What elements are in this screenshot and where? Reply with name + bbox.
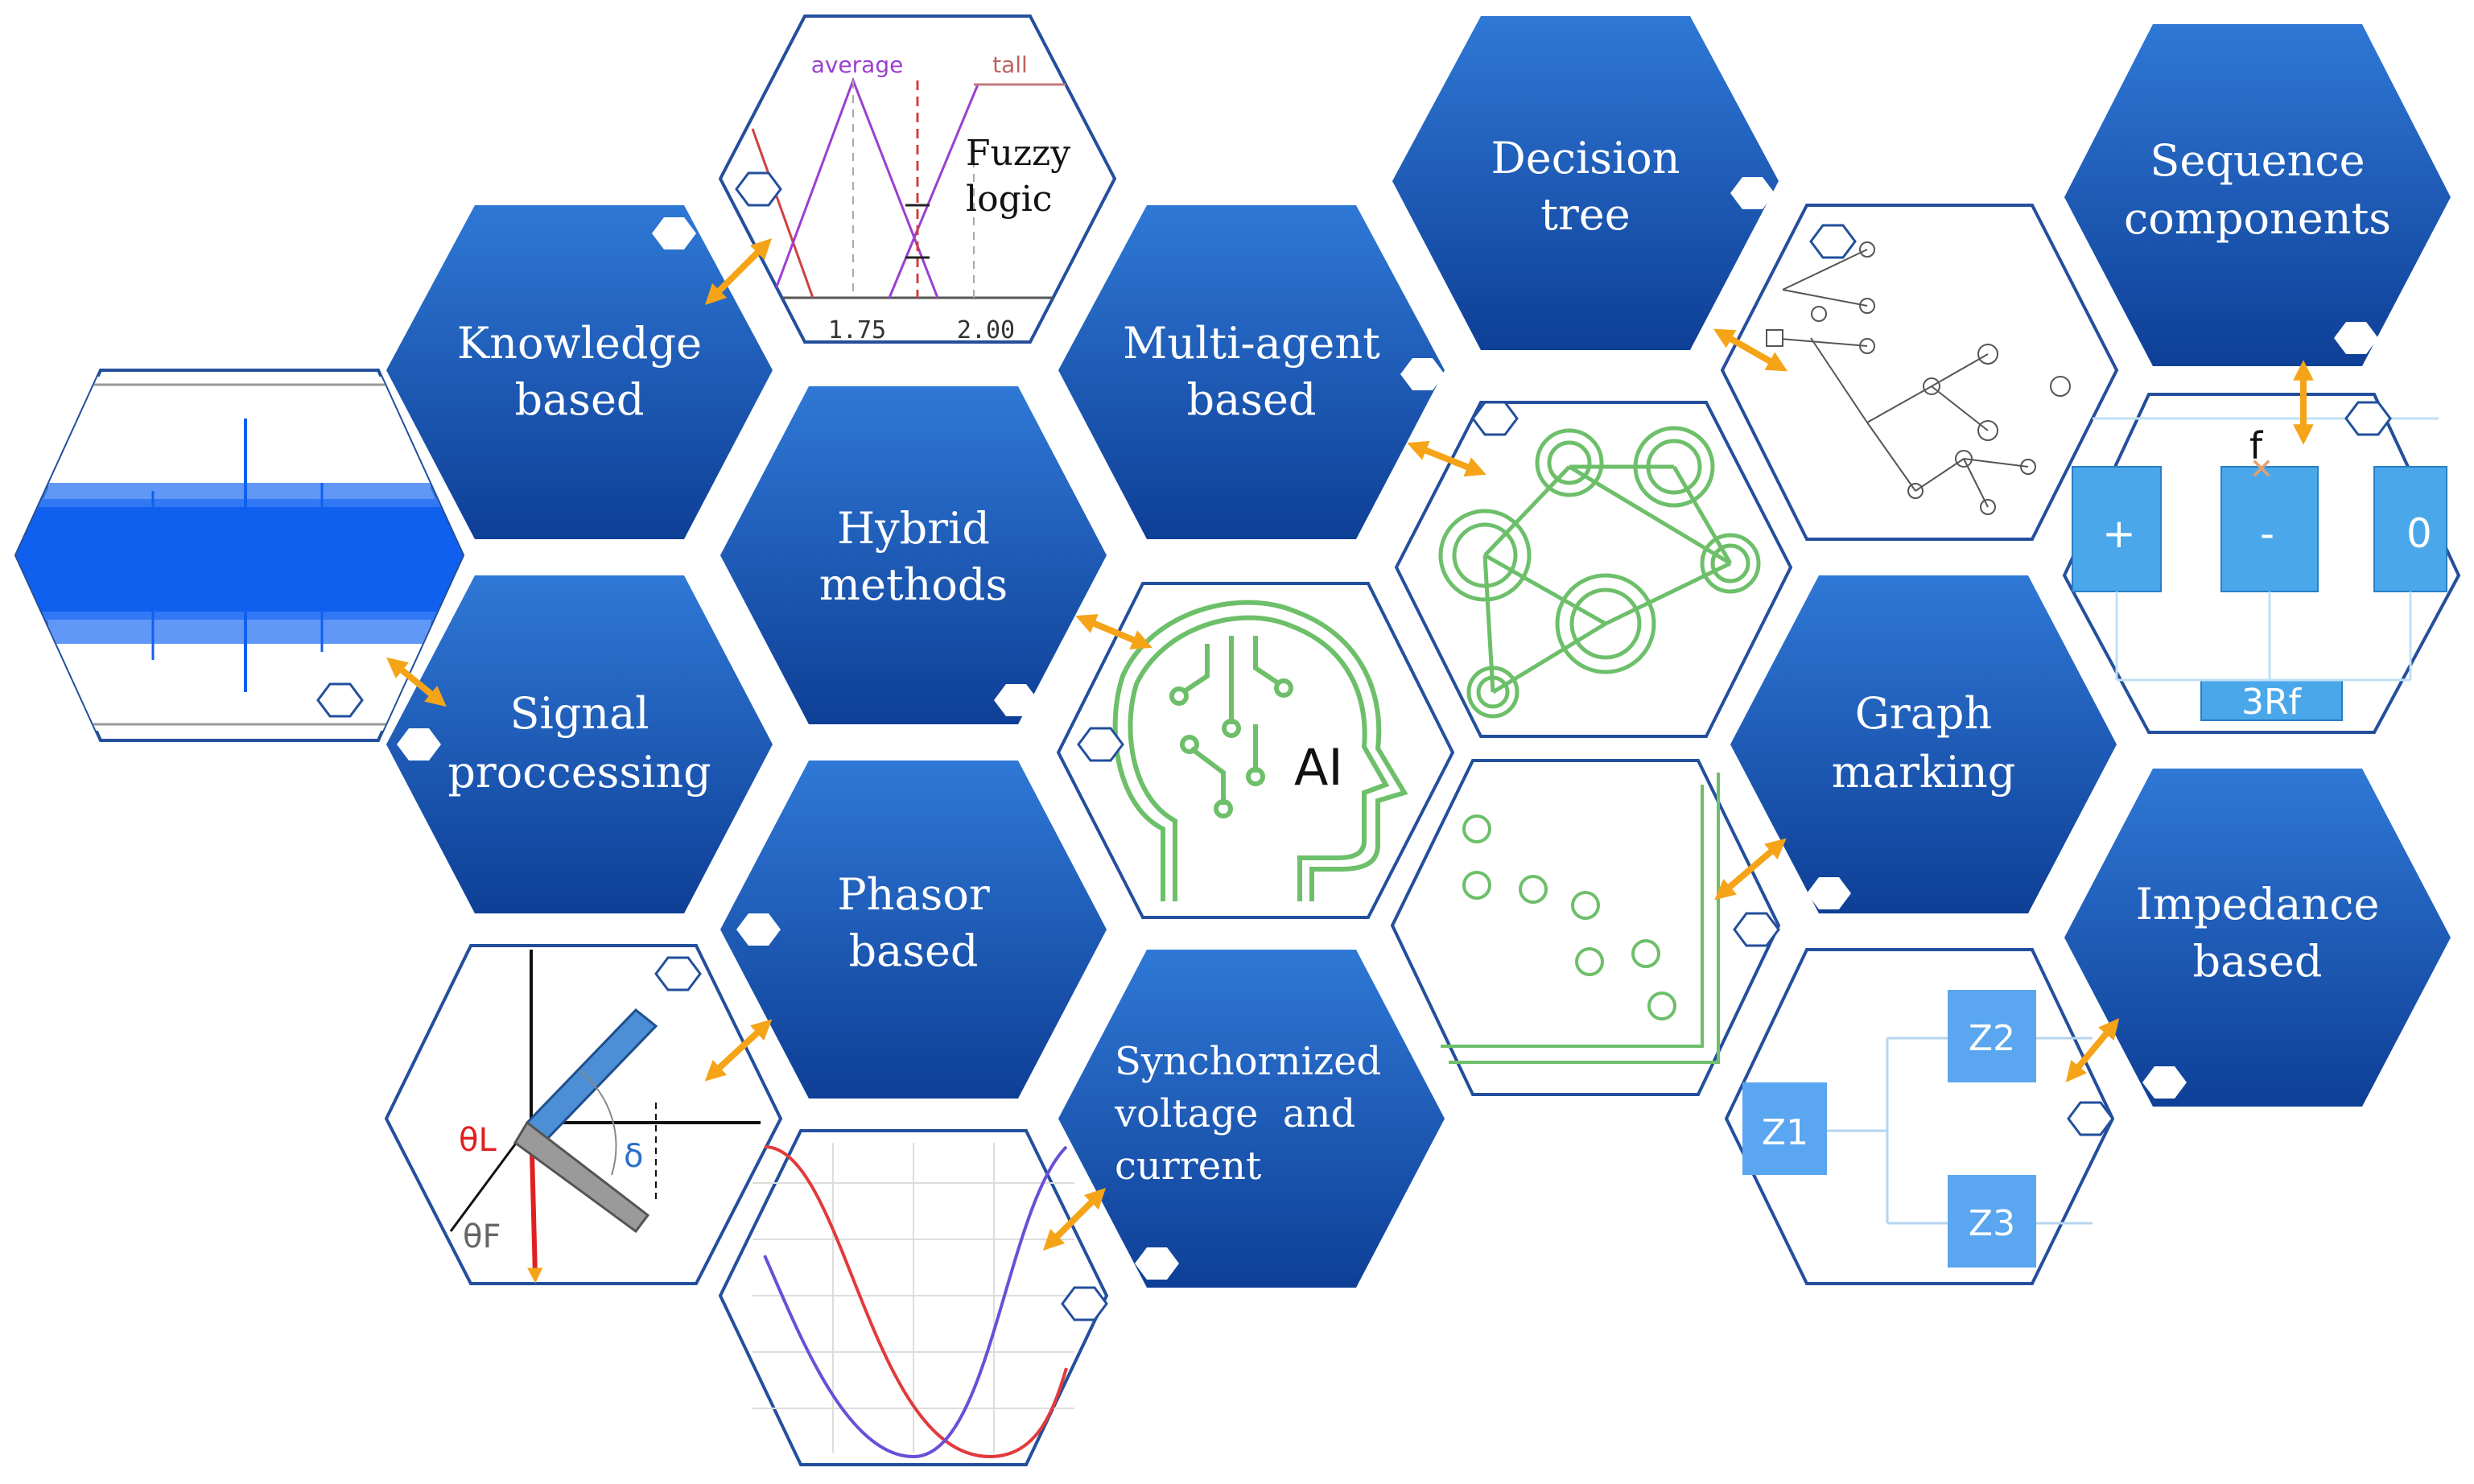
hex-synchronized-voltage-current: Synchornized voltage and current	[1058, 950, 1445, 1288]
hex-phasor-line1: Phasor	[837, 869, 990, 920]
ai-head-image: AI	[1056, 582, 1455, 919]
phasor-theta-f-label: θF	[463, 1218, 501, 1255]
arrow-hybrid-ai	[1075, 614, 1152, 649]
ai-label: AI	[1294, 738, 1343, 797]
decision-tree-image	[1720, 204, 2119, 541]
hex-multi-agent-based: Multi-agent based	[1058, 205, 1445, 539]
fuzzy-average-label: average	[811, 52, 904, 78]
sequence-zero-label: 0	[2406, 510, 2432, 557]
hex-hybrid-methods: Hybrid methods	[720, 386, 1107, 724]
hex-decision-line2: tree	[1540, 189, 1630, 240]
arrow-impedance	[2065, 1018, 2120, 1082]
connector-arrows	[386, 237, 2314, 1251]
hex-signal-processing: Signal proccessing	[386, 575, 773, 913]
hex-impedance-line2: based	[2193, 936, 2323, 987]
arrow-multiagent-network	[1407, 440, 1486, 477]
hex-impedance-based: Impedance based	[2064, 769, 2451, 1107]
impedance-z2-label: Z2	[1969, 1018, 2015, 1059]
phasor-theta-l-label: θL	[459, 1122, 497, 1159]
arrow-sync-sine	[1042, 1187, 1107, 1251]
hex-signal-line1: Signal	[509, 688, 649, 739]
sequence-plus-label: +	[2102, 510, 2136, 557]
hex-signal-line2: proccessing	[447, 747, 711, 798]
impedance-z3-label: Z3	[1969, 1203, 2015, 1244]
hex-sync-line2: voltage and	[1114, 1091, 1355, 1136]
sequence-components-image: f ✕ + - 0 3Rf	[2062, 393, 2461, 734]
arrow-phasor	[704, 1019, 773, 1082]
signal-waveform-image	[14, 369, 465, 742]
sequence-minus-label: -	[2260, 510, 2274, 557]
hex-knowledge-line1: Knowledge	[457, 318, 702, 369]
arrow-signal-waveform	[386, 657, 447, 707]
svg-text:✕: ✕	[2249, 453, 2274, 486]
hex-multiagent-line1: Multi-agent	[1123, 318, 1380, 369]
hex-hybrid-line1: Hybrid	[837, 503, 990, 554]
fuzzy-tall-label: tall	[992, 52, 1028, 78]
hex-impedance-line1: Impedance	[2136, 879, 2380, 930]
hex-hybrid-line2: methods	[819, 559, 1008, 610]
fuzzy-caption-line1: Fuzzy	[966, 133, 1070, 174]
impedance-z1-label: Z1	[1762, 1112, 1808, 1153]
hex-sequence-line1: Sequence	[2150, 135, 2365, 186]
hex-sequence-components: Sequence components	[2064, 24, 2451, 366]
hex-phasor-based: Phasor based	[720, 761, 1107, 1099]
sine-wave-image	[718, 1129, 1109, 1466]
arrow-knowledge-fuzzy	[704, 237, 773, 306]
hex-multiagent-line2: based	[1187, 374, 1317, 425]
hex-knowledge-based: Knowledge based	[386, 205, 773, 539]
phasor-diagram-image: θL θF δ	[384, 944, 783, 1285]
hex-graph-line1: Graph	[1855, 688, 1993, 739]
hex-decision-line1: Decision	[1491, 133, 1680, 183]
hex-sync-line1: Synchornized	[1115, 1039, 1381, 1084]
multi-agent-network-image	[1394, 401, 1793, 738]
concept-hexes: Knowledge based Hybrid methods Signal pr…	[386, 16, 2451, 1288]
graph-marking-image	[1390, 759, 1781, 1096]
fuzzy-caption-line2: logic	[966, 179, 1052, 220]
arrow-graph-dots	[1714, 838, 1787, 901]
sequence-fault-label: f	[2249, 424, 2264, 468]
hex-graph-line2: marking	[1832, 747, 2016, 798]
hex-sequence-line2: components	[2124, 193, 2391, 244]
fuzzy-tick-175: 1.75	[828, 316, 886, 344]
hex-sync-line3: current	[1115, 1144, 1261, 1189]
sequence-rf-label: 3Rf	[2241, 682, 2303, 723]
fuzzy-logic-image: average tall Fuzzy logic 1.75 2.00	[718, 14, 1117, 344]
hex-graph-marking: Graph marking	[1730, 575, 2117, 913]
fuzzy-tick-200: 2.00	[957, 316, 1015, 344]
hex-knowledge-line2: based	[515, 374, 645, 425]
arrow-decision-tree	[1713, 328, 1788, 372]
impedance-image: Z1 Z2 Z3	[1724, 948, 2115, 1285]
phasor-delta-label: δ	[624, 1138, 643, 1175]
hex-phasor-line2: based	[849, 925, 979, 976]
hex-decision-tree: Decision tree	[1392, 16, 1779, 350]
